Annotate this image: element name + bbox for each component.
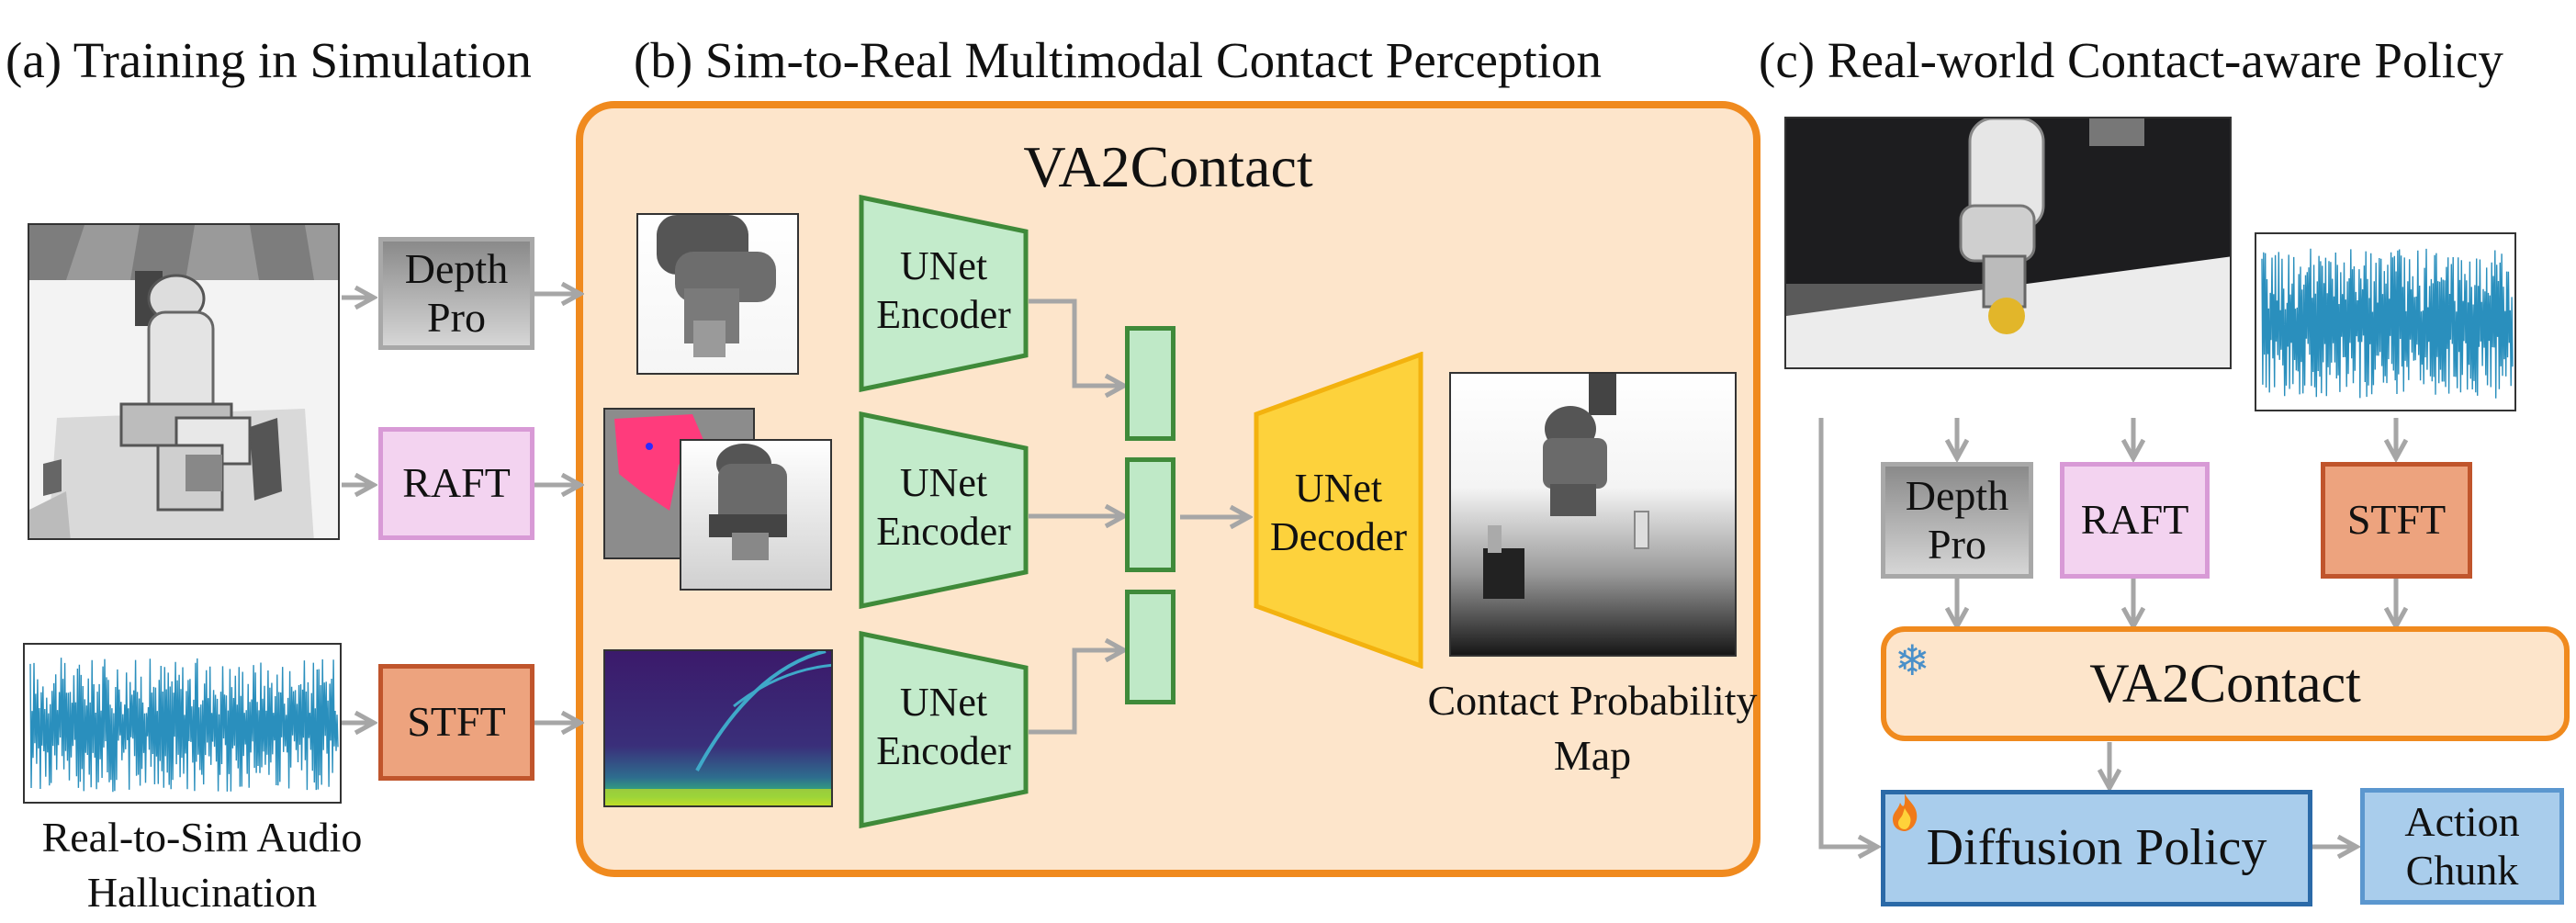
stft-box-c: STFT bbox=[2321, 462, 2472, 579]
real-world-robot-image bbox=[1784, 117, 2232, 369]
unet-encoder-3-label: UNet Encoder bbox=[876, 680, 1011, 773]
sim-audio-waveform bbox=[23, 643, 342, 804]
arrow-enc3-to-feat3 bbox=[1029, 650, 1122, 735]
depth-pro-box-c: Depth Pro bbox=[1881, 462, 2033, 579]
va2contact-label: VA2Contact bbox=[2089, 653, 2361, 714]
arrow-realimg-to-policy bbox=[1818, 418, 1875, 847]
feature-vector-2 bbox=[1125, 457, 1176, 572]
section-b-title: (b) Sim-to-Real Multimodal Contact Perce… bbox=[634, 32, 1602, 88]
unet-encoder-1-label: UNet Encoder bbox=[876, 243, 1011, 337]
section-a-title: (a) Training in Simulation bbox=[6, 32, 532, 88]
unet-encoder-1: UNet Encoder bbox=[859, 195, 1029, 392]
raft-box-c: RAFT bbox=[2060, 462, 2210, 579]
unet-encoder-2: UNet Encoder bbox=[859, 411, 1029, 609]
diffusion-policy-box: Diffusion Policy bbox=[1881, 790, 2312, 906]
spectrogram-image bbox=[603, 649, 833, 807]
snowflake-icon: ❄ bbox=[1895, 637, 1930, 684]
va2contact-title: VA2Contact bbox=[1023, 134, 1313, 199]
fire-icon bbox=[1889, 792, 1920, 832]
action-chunk-box: Action Chunk bbox=[2360, 788, 2564, 905]
arrow-enc1-to-feat1 bbox=[1029, 298, 1122, 386]
contact-probability-map-image bbox=[1449, 372, 1737, 657]
unet-decoder: UNet Decoder bbox=[1254, 352, 1423, 669]
stft-box-a: STFT bbox=[378, 664, 534, 781]
section-c-title: (c) Real-world Contact-aware Policy bbox=[1759, 32, 2503, 88]
audio-hallucination-caption: Real-to-Sim Audio Hallucination bbox=[41, 814, 363, 916]
contact-probability-map-caption: Contact Probability Map bbox=[1427, 677, 1758, 779]
raft-box-a: RAFT bbox=[378, 427, 534, 540]
simulation-render-image bbox=[28, 223, 340, 540]
depth-pro-box-a: Depth Pro bbox=[378, 237, 534, 350]
feature-vector-3 bbox=[1125, 590, 1176, 704]
va2contact-frozen-box: VA2Contact bbox=[1881, 626, 2570, 741]
feature-vector-1 bbox=[1125, 326, 1176, 441]
unet-encoder-3: UNet Encoder bbox=[859, 631, 1029, 828]
diffusion-policy-label: Diffusion Policy bbox=[1926, 819, 2267, 877]
depth-input-image bbox=[636, 213, 799, 375]
real-audio-waveform bbox=[2255, 232, 2516, 411]
depth-diff-image bbox=[680, 439, 832, 591]
unet-decoder-label: UNet Decoder bbox=[1269, 466, 1407, 559]
waveform-line bbox=[29, 658, 339, 793]
unet-encoder-2-label: UNet Encoder bbox=[876, 460, 1011, 554]
waveform-line bbox=[2261, 248, 2514, 399]
